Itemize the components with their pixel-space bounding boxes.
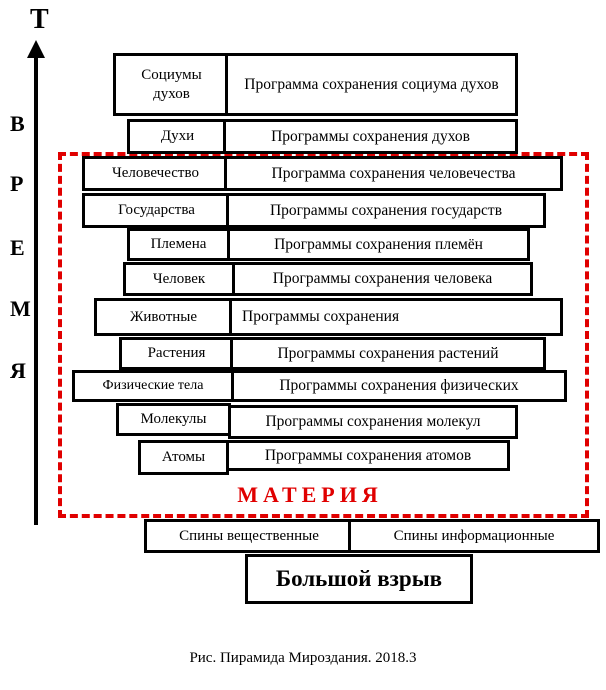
matter-label: МАТЕРИЯ xyxy=(237,482,383,507)
row-label-box: Человек xyxy=(123,262,235,296)
spins-information-label: Спины информационные xyxy=(393,527,555,544)
row-label-box: Государства xyxy=(82,193,231,228)
time-axis-arrowhead xyxy=(27,40,45,58)
row-program: Программы сохранения человека xyxy=(272,270,493,288)
row-program-box: Программы сохранения духов xyxy=(223,119,518,154)
row-program-box: Программы сохранения государств xyxy=(226,193,546,228)
spins-material-box: Спины вещественные xyxy=(144,519,354,553)
row-program-box: Программы сохранения атомов xyxy=(226,440,510,471)
time-axis-letter: В xyxy=(10,111,25,136)
time-axis-letter: Е xyxy=(10,235,25,260)
spins-material-label: Спины вещественные xyxy=(179,527,319,544)
row-label: Растения xyxy=(147,345,206,362)
row-label-box: Атомы xyxy=(138,440,229,475)
row-program: Программы сохранения племён xyxy=(274,235,483,253)
row-label: Государства xyxy=(118,202,195,219)
time-axis-letter: Я xyxy=(10,358,26,383)
time-axis-line xyxy=(34,52,38,525)
big-bang-box: Большой взрыв xyxy=(245,554,473,604)
row-label-box: Племена xyxy=(127,228,230,261)
time-axis-letter: М xyxy=(10,296,31,321)
row-program-box: Программы сохранения растений xyxy=(230,337,546,370)
row-label-box: Молекулы xyxy=(116,403,231,436)
time-axis-letter: Р xyxy=(10,171,24,196)
row-label-box: Животные xyxy=(94,298,233,336)
row-program-box: Программа сохранения человечества xyxy=(224,156,563,191)
row-program-box: Программа сохранения социума духов xyxy=(225,53,518,116)
row-program: Программа сохранения человечества xyxy=(271,164,516,182)
time-axis-top-label: T xyxy=(30,4,49,35)
row-label-box: Духи xyxy=(127,119,228,154)
row-program: Программы сохранения xyxy=(242,308,400,326)
row-program: Программы сохранения духов xyxy=(271,127,470,145)
row-program: Программы сохранения физических xyxy=(279,377,519,395)
row-label: Физические тела xyxy=(102,378,204,394)
row-program: Программы сохранения молекул xyxy=(265,413,481,431)
row-label: Атомы xyxy=(161,449,206,466)
row-label: Молекулы xyxy=(140,411,207,428)
row-label-box: Растения xyxy=(119,337,234,370)
big-bang-label: Большой взрыв xyxy=(275,565,443,591)
row-label: Человек xyxy=(152,270,206,287)
row-label-box: Человечество xyxy=(82,156,229,191)
row-label-box: Физические тела xyxy=(72,370,234,402)
row-label: Социумы духов xyxy=(141,66,202,102)
row-program-box: Программы сохранения xyxy=(229,298,563,336)
spins-information-box: Спины информационные xyxy=(348,519,600,553)
row-program: Программы сохранения государств xyxy=(269,201,503,219)
row-program-box: Программы сохранения племён xyxy=(227,228,530,261)
row-program-box: Программы сохранения физических xyxy=(231,370,567,402)
figure-caption: Рис. Пирамида Мироздания. 2018.3 xyxy=(189,650,417,666)
row-label-box: Социумы духов xyxy=(113,53,230,116)
row-label: Племена xyxy=(150,236,207,253)
matter-frame xyxy=(58,152,589,518)
row-program-box: Программы сохранения человека xyxy=(232,262,533,296)
row-label: Животные xyxy=(129,308,198,325)
row-program: Программы сохранения атомов xyxy=(264,446,472,464)
row-label: Человечество xyxy=(112,165,199,182)
row-program: Программы сохранения растений xyxy=(277,344,499,362)
row-label: Духи xyxy=(160,128,195,145)
row-program: Программа сохранения социума духов xyxy=(244,75,499,93)
row-program-box: Программы сохранения молекул xyxy=(228,405,518,439)
